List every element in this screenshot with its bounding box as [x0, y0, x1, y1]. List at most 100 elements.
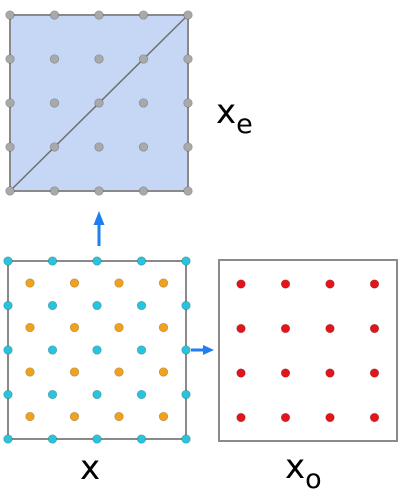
- orange-dot: [25, 367, 35, 377]
- red-dot: [325, 323, 335, 334]
- cyan-dot: [3, 256, 13, 266]
- gray-dot: [138, 54, 149, 64]
- cyan-dot: [3, 434, 13, 444]
- cyan-dot: [92, 434, 102, 444]
- gray-dot: [94, 142, 104, 152]
- red-dot: [369, 412, 380, 423]
- cyan-dot: [136, 256, 147, 266]
- gray-dot: [5, 10, 15, 20]
- input-label: x: [80, 448, 100, 488]
- gray-dot: [138, 98, 149, 108]
- cyan-dot: [181, 389, 191, 400]
- cyan-dot: [92, 256, 102, 266]
- gray-dot: [138, 186, 149, 196]
- cyan-dot: [3, 345, 13, 355]
- odd-grid-dots: [236, 279, 380, 423]
- gray-dot: [183, 98, 193, 108]
- orange-dot: [25, 278, 35, 288]
- orange-dot: [114, 278, 124, 288]
- input-label-main: x: [80, 448, 100, 488]
- odd-panel-square: [218, 259, 398, 442]
- red-dot: [325, 368, 335, 378]
- orange-dot: [114, 367, 124, 377]
- gray-dot: [5, 142, 15, 152]
- orange-dot: [114, 322, 124, 333]
- odd-label-main: x: [285, 447, 305, 487]
- even-label-main: x: [216, 92, 236, 132]
- gray-dot: [49, 186, 60, 196]
- gray-dot: [183, 186, 193, 196]
- orange-dot: [25, 322, 35, 333]
- red-dot: [280, 323, 291, 334]
- red-dot: [369, 368, 380, 378]
- gray-dot: [5, 54, 15, 64]
- arrow-right-icon: [191, 345, 214, 355]
- cyan-dot: [3, 300, 13, 311]
- input-grid-dots: [3, 256, 191, 444]
- orange-dot: [158, 367, 169, 377]
- arrow-up-icon: [93, 211, 105, 246]
- red-dot: [236, 368, 246, 378]
- orange-dot: [158, 322, 169, 333]
- gray-dot: [94, 98, 104, 108]
- red-dot: [325, 412, 335, 423]
- gray-dot: [49, 98, 60, 108]
- cyan-dot: [136, 389, 147, 400]
- red-dot: [369, 323, 380, 334]
- cyan-dot: [3, 389, 13, 400]
- gray-dot: [94, 186, 104, 196]
- cyan-dot: [136, 345, 147, 355]
- cyan-dot: [47, 345, 58, 355]
- orange-dot: [69, 411, 80, 422]
- gray-dot: [94, 54, 104, 64]
- gray-dot: [138, 142, 149, 152]
- cyan-dot: [47, 256, 58, 266]
- orange-dot: [158, 411, 169, 422]
- gray-dot: [183, 142, 193, 152]
- red-dot: [236, 412, 246, 423]
- gray-dot: [49, 10, 60, 20]
- red-dot: [280, 412, 291, 423]
- cyan-dot: [47, 434, 58, 444]
- odd-label: xo: [285, 447, 322, 495]
- cyan-dot: [47, 300, 58, 311]
- cyan-dot: [181, 345, 191, 355]
- gray-dot: [49, 54, 60, 64]
- red-dot: [280, 368, 291, 378]
- even-panel: [5, 10, 193, 196]
- red-dot: [236, 323, 246, 334]
- even-grid-dots: [5, 10, 193, 196]
- even-label: xe: [216, 92, 253, 140]
- orange-dot: [69, 278, 80, 288]
- gray-dot: [5, 98, 15, 108]
- cyan-dot: [92, 300, 102, 311]
- gray-dot: [138, 10, 149, 20]
- cyan-dot: [181, 434, 191, 444]
- red-dot: [369, 279, 380, 289]
- odd-panel: [218, 259, 398, 442]
- gray-dot: [5, 186, 15, 196]
- red-dot: [236, 279, 246, 289]
- cyan-dot: [92, 389, 102, 400]
- even-label-subscript: e: [236, 109, 253, 140]
- cyan-dot: [181, 256, 191, 266]
- gray-dot: [183, 10, 193, 20]
- gray-dot: [94, 10, 104, 20]
- red-dot: [280, 279, 291, 289]
- orange-dot: [69, 367, 80, 377]
- gray-dot: [183, 54, 193, 64]
- orange-dot: [158, 278, 169, 288]
- red-dot: [325, 279, 335, 289]
- input-panel: [3, 256, 191, 444]
- orange-dot: [69, 322, 80, 333]
- odd-label-subscript: o: [305, 464, 322, 495]
- cyan-dot: [181, 300, 191, 311]
- cyan-dot: [92, 345, 102, 355]
- cyan-dot: [47, 389, 58, 400]
- gray-dot: [49, 142, 60, 152]
- orange-dot: [114, 411, 124, 422]
- orange-dot: [25, 411, 35, 422]
- cyan-dot: [136, 434, 147, 444]
- cyan-dot: [136, 300, 147, 311]
